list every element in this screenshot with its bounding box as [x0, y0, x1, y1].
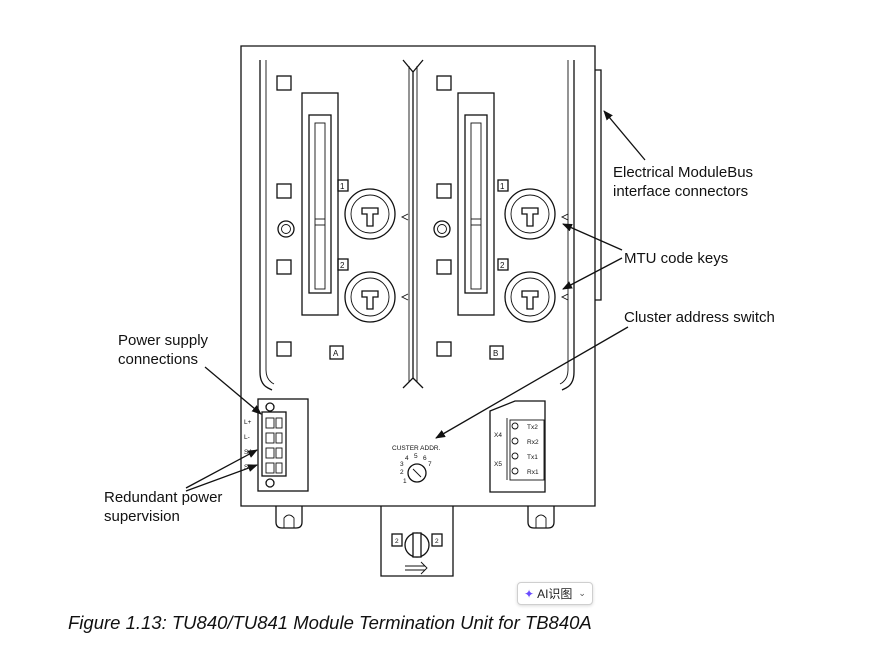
callout-power-1: Power supply — [118, 332, 209, 349]
ai-recognize-button[interactable]: ✦ AI识图 ⌄ — [517, 582, 593, 605]
port-rx1: Rx1 — [527, 469, 539, 476]
callout-redundant-2: supervision — [104, 508, 180, 525]
leader-modulebus — [603, 110, 646, 161]
indicator-squares — [276, 75, 452, 357]
leader-sb — [185, 464, 258, 492]
lock-num-right: 2 — [435, 538, 439, 545]
connector-slot-b — [457, 92, 495, 316]
key-notches — [400, 213, 569, 301]
leader-power — [204, 366, 262, 415]
dial-7: 7 — [428, 461, 432, 468]
dial-1: 1 — [403, 478, 407, 485]
dial-3: 3 — [400, 461, 404, 468]
slot-letters: A B — [329, 345, 504, 360]
cluster-address-switch: CUSTER ADDR. 1 2 3 4 5 6 7 — [392, 445, 441, 485]
slot-a-num-1: 1 — [340, 182, 345, 191]
leader-code-key-2 — [562, 257, 623, 290]
cluster-switch-label: CUSTER ADDR. — [392, 445, 441, 452]
code-key-b1 — [504, 188, 556, 240]
leader-code-key-1 — [562, 223, 623, 251]
slot-number-boxes: 1 2 1 2 — [337, 179, 509, 271]
slot-a-num-2: 2 — [340, 261, 345, 270]
dial-5: 5 — [414, 453, 418, 460]
lock-num-left: 2 — [395, 538, 399, 545]
connector-slot-a — [301, 92, 339, 316]
dial-6: 6 — [423, 455, 427, 462]
port-tx2: Tx2 — [527, 424, 538, 431]
port-tx1: Tx1 — [527, 454, 538, 461]
callout-power-2: connections — [118, 351, 198, 368]
callout-labels: Electrical ModuleBus interface connector… — [104, 164, 775, 525]
callout-leaders — [185, 110, 646, 492]
callout-modulebus-1: Electrical ModuleBus — [613, 164, 753, 181]
slot-b-label: B — [493, 349, 498, 358]
screws — [277, 220, 451, 238]
lock-numbers: 2 2 — [395, 538, 439, 545]
slot-a-label: A — [333, 349, 339, 358]
power-terminal-block: L+ L- SA SB — [244, 398, 309, 492]
code-key-b2 — [504, 271, 556, 323]
code-key-a1 — [344, 188, 396, 240]
chevron-down-icon: ⌄ — [578, 588, 586, 598]
dial-2: 2 — [400, 469, 404, 476]
callout-cluster-switch: Cluster address switch — [624, 309, 775, 326]
leader-sa — [185, 449, 258, 489]
port-rx2: Rx2 — [527, 439, 539, 446]
port-x4-label: X4 — [494, 432, 502, 439]
callout-code-keys: MTU code keys — [624, 250, 728, 267]
slot-b-num-2: 2 — [500, 261, 505, 270]
pin-l-minus: L- — [244, 434, 250, 441]
housing — [240, 45, 602, 577]
callout-redundant-1: Redundant power — [104, 489, 222, 506]
comm-port-block: X4 X5 Tx2 Rx2 Tx1 Rx1 — [489, 400, 546, 493]
slot-b-num-1: 1 — [500, 182, 505, 191]
code-key-a2 — [344, 271, 396, 323]
figure-caption: Figure 1.13: TU840/TU841 Module Terminat… — [68, 612, 592, 633]
sparkle-icon: ✦ — [524, 586, 535, 601]
port-x5-label: X5 — [494, 461, 502, 468]
leader-cluster-switch — [435, 326, 629, 439]
dial-4: 4 — [405, 455, 409, 462]
ai-button-label: AI识图 — [537, 587, 573, 601]
pin-l-plus: L+ — [244, 419, 252, 426]
callout-modulebus-2: interface connectors — [613, 183, 748, 200]
